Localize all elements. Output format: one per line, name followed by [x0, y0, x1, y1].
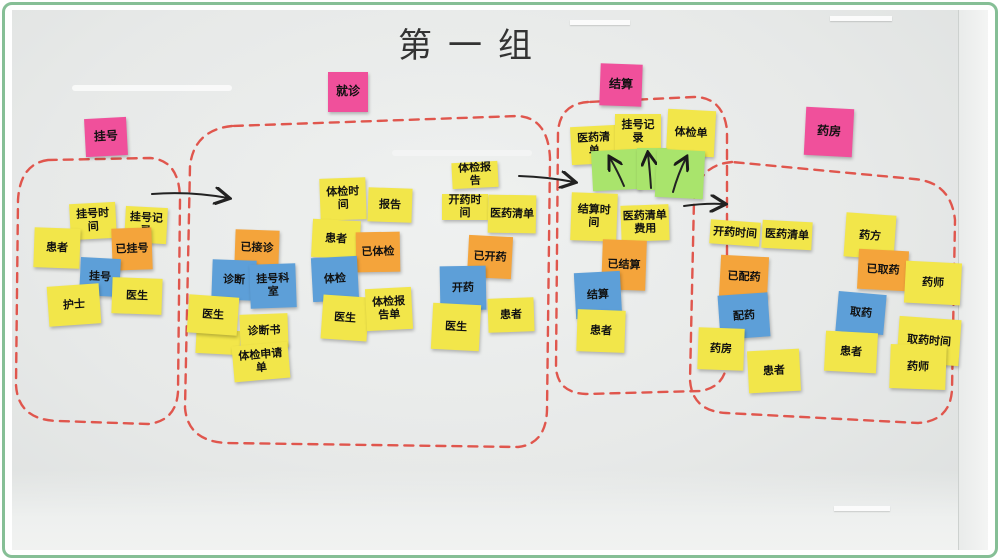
arrow-up-icon	[648, 154, 651, 189]
arrow-up-icon	[610, 158, 625, 187]
arrow-right-icon	[683, 204, 724, 206]
settle-group-outline	[554, 95, 729, 396]
board-title: 第一组	[398, 26, 548, 66]
stage-header-visit: 就诊	[328, 72, 368, 112]
tape-mark	[830, 16, 892, 21]
arrow-up-icon	[672, 158, 686, 193]
whiteboard	[12, 10, 988, 550]
sticky-note-reg-record: 挂号记录	[615, 114, 661, 150]
arrow-right-icon	[518, 176, 574, 182]
pharmacy-group-outline	[688, 160, 957, 425]
board-lower-glare	[12, 470, 988, 550]
visit-group-outline	[183, 114, 552, 449]
tape-mark	[570, 20, 630, 25]
sticky-note-prescribe-time: 开药时间	[442, 194, 488, 220]
tape-mark	[834, 506, 890, 511]
board-right-edge	[958, 10, 988, 550]
reflection-streak	[392, 150, 532, 156]
arrow-right-icon	[151, 193, 228, 198]
reflection-streak	[72, 85, 232, 91]
